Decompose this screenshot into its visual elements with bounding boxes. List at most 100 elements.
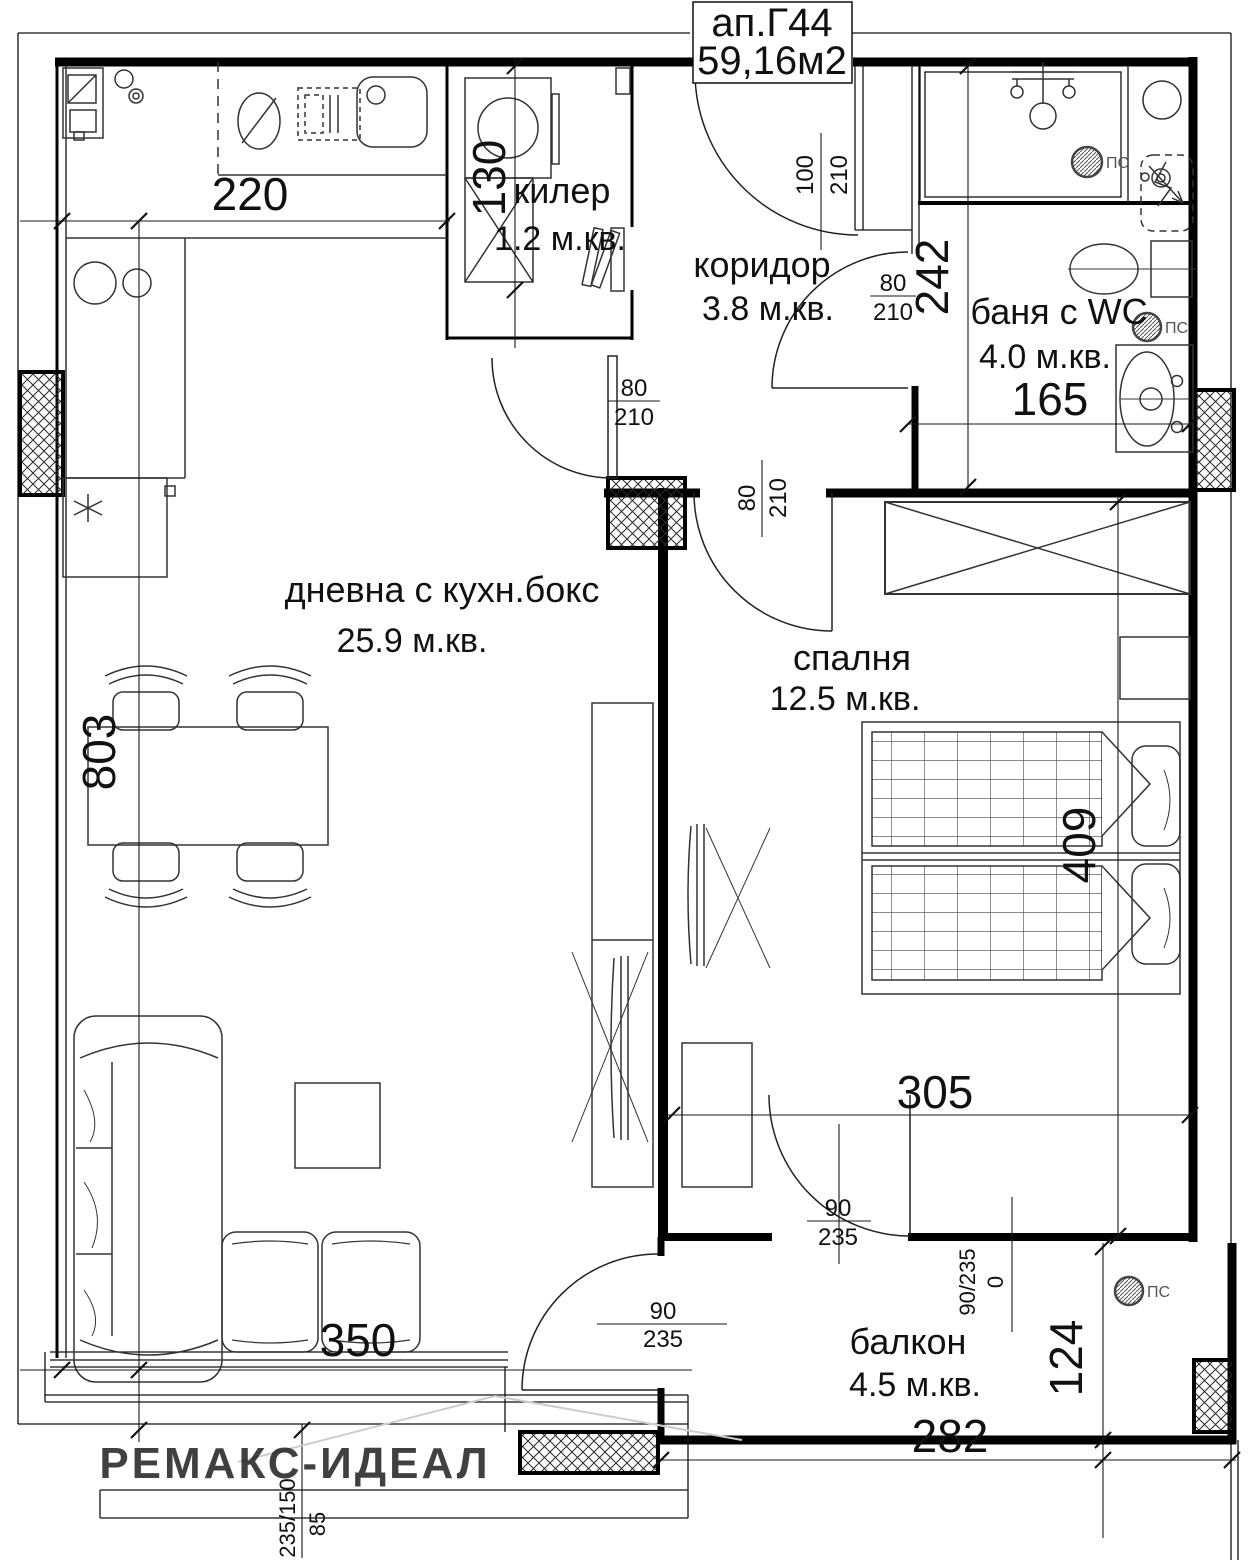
door-living-h: 210	[614, 404, 654, 431]
door-living-w: 80	[621, 375, 648, 402]
vent-icon: ПС	[1070, 145, 1129, 179]
dining-chair	[104, 842, 188, 908]
structural-columns	[18, 370, 1236, 1475]
bedroom-furniture	[681, 501, 1191, 1188]
electric-panel-icon	[1140, 154, 1194, 232]
cooktop-icon	[297, 87, 361, 141]
bed-pillow	[1101, 731, 1152, 837]
fridge-icon	[62, 67, 104, 141]
vent-icon: ПС	[1131, 311, 1188, 343]
door-living-balcony-h: 235	[643, 1326, 683, 1353]
outer-boundary	[17, 32, 1239, 1560]
twin-beds	[861, 721, 1181, 995]
room-area-corridor: 3.8 м.кв.	[702, 290, 834, 328]
door-bathroom-h: 210	[873, 299, 913, 326]
vent-label: ПС	[1165, 320, 1188, 337]
dim-living-length: 803	[73, 714, 125, 791]
kiler-brooms-icon	[581, 226, 621, 289]
dimension-labels: 220 130 242 165 803 409 305 350 124 282	[73, 140, 1105, 1462]
bed-pillow	[1101, 865, 1152, 971]
bedroom-balcony-door-arc	[768, 1094, 911, 1237]
living-door-arc	[491, 357, 613, 479]
bedroom-tv-icon	[687, 824, 771, 969]
entrance-door-arc	[694, 71, 859, 236]
bathroom-fixtures	[1010, 62, 1196, 453]
vent-symbols: ПС ПС ПС	[1070, 145, 1188, 1307]
dim-bedroom-length: 409	[1053, 807, 1105, 884]
ottoman	[221, 1231, 319, 1353]
living-balcony-door-arc	[521, 1253, 659, 1391]
dining-table	[87, 726, 329, 846]
room-area-bedroom: 12.5 м.кв.	[770, 680, 921, 718]
room-area-kiler: 1.2 м.кв.	[494, 220, 626, 258]
dim-kiler-depth: 130	[463, 140, 515, 217]
room-label-bedroom: спалня	[793, 637, 911, 678]
coffee-table	[294, 1082, 381, 1169]
stove-icon	[237, 92, 281, 150]
room-labels: килер 1.2 м.кв. коридор 3.8 м.кв. баня с…	[285, 170, 1148, 1404]
bathroom-door-arc	[771, 251, 909, 389]
room-label-bathroom: баня с WC	[970, 291, 1147, 332]
window-size-label: 235/150	[275, 1478, 300, 1558]
corner-sofa	[73, 1015, 223, 1383]
door-entrance-w: 100	[792, 155, 819, 195]
dim-corridor-depth: 242	[906, 239, 958, 316]
tv-cabinet	[571, 702, 654, 1188]
shower-icon	[1010, 62, 1076, 130]
room-area-balcony: 4.5 м.кв.	[849, 1366, 981, 1404]
door-bedroom-w: 80	[734, 485, 761, 512]
vent-label: ПС	[1147, 1284, 1170, 1301]
watermark-text: РЕМАКС-ИДЕАЛ	[99, 1439, 490, 1488]
apartment-area: 59,16м2	[697, 39, 847, 83]
threshold	[615, 67, 631, 95]
door-bedroom-h: 210	[765, 478, 792, 518]
nightstand	[1119, 636, 1191, 700]
wardrobe-icon	[884, 501, 1191, 595]
kitchen-sink-icon	[356, 76, 428, 148]
door-bedroom-balcony-h: 235	[818, 1224, 858, 1251]
bed-mattress	[871, 731, 1103, 847]
dining-chair	[228, 842, 312, 908]
room-label-living: дневна с кухн.бокс	[285, 569, 600, 610]
dim-bathroom-width: 165	[1012, 373, 1089, 425]
title-block: ап.Г44 59,16м2	[692, 1, 853, 84]
door-entrance-h: 210	[826, 155, 853, 195]
dimension-ticks	[53, 57, 1241, 1469]
apartment-number: ап.Г44	[711, 1, 832, 45]
room-label-kiler: килер	[514, 170, 611, 211]
toilet-icon	[1068, 240, 1196, 298]
vent-label: ПС	[1106, 155, 1129, 172]
kitchen-fixture-circle2	[128, 88, 144, 104]
room-label-balcony: балкон	[850, 1321, 967, 1362]
living-door-leaf	[607, 355, 618, 479]
vent-icon: ПС	[1113, 1275, 1170, 1307]
bed-headboard	[1131, 745, 1181, 847]
bedroom-door-arc	[693, 492, 833, 632]
room-label-corridor: коридор	[693, 244, 830, 285]
boiler-icon	[62, 477, 176, 578]
room-area-living: 25.9 м.кв.	[337, 622, 488, 660]
bath-sink-icon	[1115, 344, 1194, 453]
dim-balcony-width: 282	[912, 1410, 989, 1462]
room-area-bathroom: 4.0 м.кв.	[979, 338, 1111, 376]
door-labels: 100 210 80 210 80 210 80 210 90 235 90 2…	[275, 155, 1008, 1558]
dining-chair	[228, 665, 312, 731]
kitchen	[62, 62, 447, 578]
door-living-balcony-w: 90	[650, 1298, 677, 1325]
bed-headboard	[1131, 863, 1181, 965]
window-sill-label: 85	[305, 1512, 330, 1536]
door-bedroom-balcony-w: 90	[825, 1195, 852, 1222]
dimension-lines	[20, 58, 1236, 1558]
dim-bedroom-width: 305	[897, 1066, 974, 1118]
door-swings	[491, 71, 911, 1391]
dim-balcony-depth: 124	[1040, 1320, 1092, 1397]
dim-living-width: 350	[320, 1314, 397, 1366]
counter-edges	[66, 174, 447, 479]
double-sink-icon	[73, 261, 152, 305]
kiler-fixtures	[464, 67, 631, 292]
tv-icon	[610, 956, 629, 1140]
dining-chair	[104, 665, 188, 731]
living-furniture	[73, 665, 654, 1383]
